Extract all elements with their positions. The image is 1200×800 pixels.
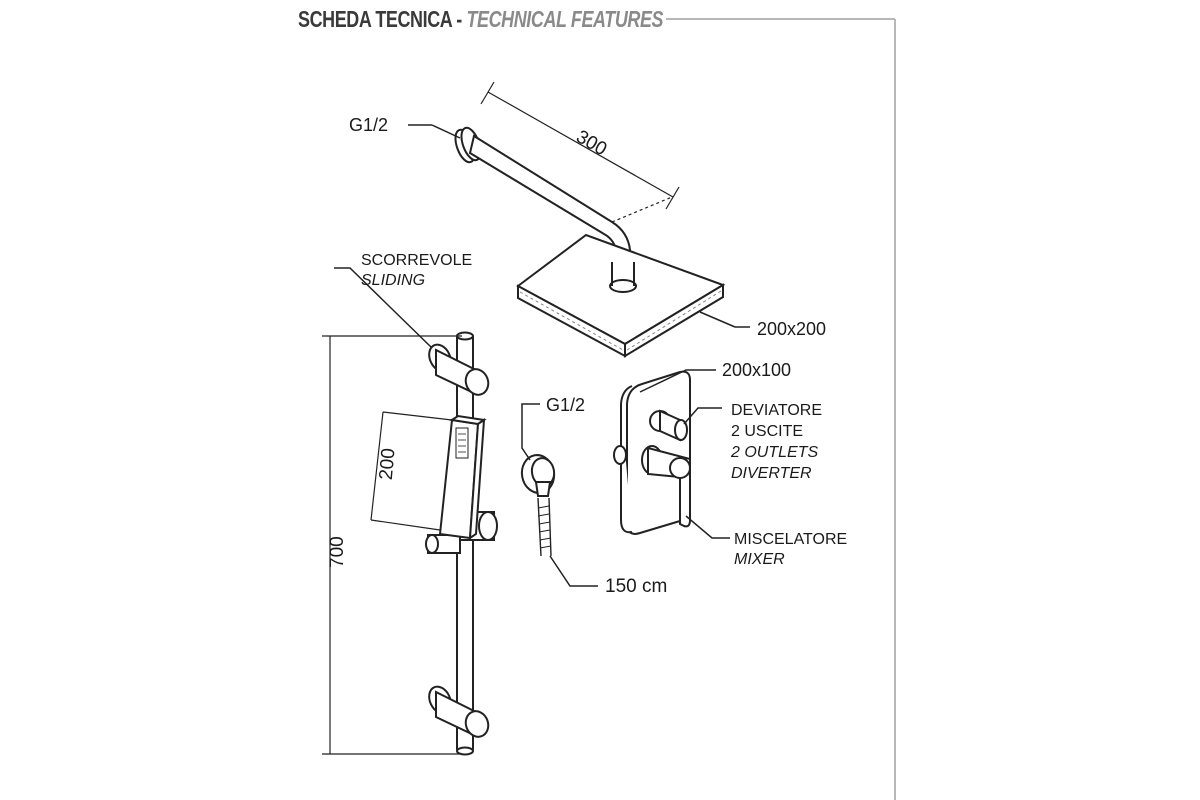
head-size-label: 200x200 (757, 319, 826, 339)
shower-hose (537, 497, 552, 557)
diverter-leader (683, 407, 722, 425)
slider-leader (334, 267, 433, 349)
mixer-leader (685, 515, 730, 539)
plate-size-label: 200x100 (722, 360, 791, 380)
mixer-label-it: MISCELATORE (734, 531, 847, 548)
hose-length-label: 150 cm (605, 576, 667, 597)
head-size-leader (699, 311, 750, 328)
title-english: TECHNICAL FEATURES (466, 6, 664, 32)
page-title: SCHEDA TECNICA - TECHNICAL FEATURES (298, 6, 664, 33)
diverter-label-it: DEVIATORE (731, 402, 822, 419)
upper-wall-bracket (428, 343, 490, 396)
slider-label-it: SCORREVOLE (361, 252, 472, 269)
handshower-length-dimension (370, 411, 453, 531)
page-frame (666, 18, 896, 800)
bar-height-label: 700 (327, 536, 348, 568)
plate-side-outlet (613, 445, 627, 465)
diverter-label-en2: DIVERTER (731, 465, 812, 482)
arm-length-dimension (480, 81, 680, 223)
arm-connection-leader (408, 124, 461, 139)
hose-length-leader (549, 555, 598, 587)
handshower-length-label: 200 (376, 447, 400, 480)
shower-head (516, 233, 726, 358)
outlet-connection-leader (521, 403, 540, 461)
diverter-knob (649, 409, 688, 442)
mixer-handle (641, 445, 691, 528)
arm-length-label: 300 (572, 126, 610, 160)
lower-wall-bracket (428, 685, 490, 738)
outlet-connection-label: G1/2 (546, 395, 585, 415)
diverter-label-it2: 2 USCITE (731, 423, 803, 440)
slider-label-en: SLIDING (361, 272, 425, 289)
diverter-label-en: 2 OUTLETS (730, 444, 818, 461)
mixer-label-en: MIXER (734, 551, 785, 568)
wall-outlet (520, 454, 556, 497)
arm-connection-label: G1/2 (349, 115, 388, 135)
hand-shower (438, 414, 487, 540)
plate-size-leader (639, 369, 716, 393)
title-italian: SCHEDA TECNICA (298, 6, 452, 32)
title-separator: - (456, 6, 462, 32)
bar-height-dimension (322, 335, 462, 755)
